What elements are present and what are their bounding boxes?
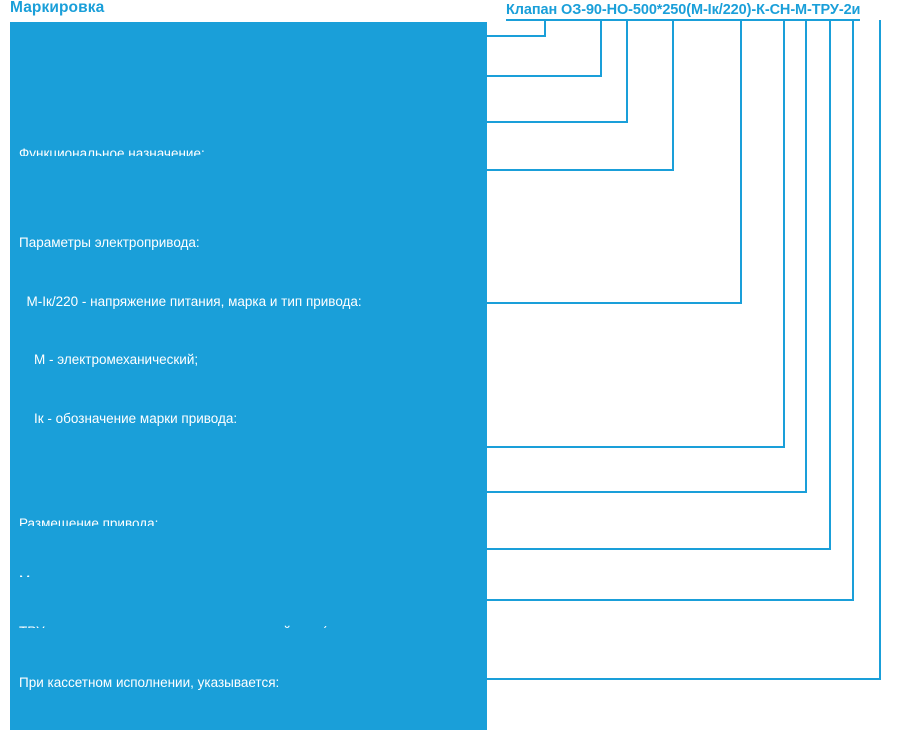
wire-type bbox=[487, 20, 785, 448]
formula-segment-name: Клапан ОЗ bbox=[506, 2, 581, 21]
desc-line: М-Iк/220 - напряжение питания, марка и т… bbox=[19, 293, 362, 309]
formula-separator: - bbox=[581, 2, 586, 21]
wire-cassette bbox=[487, 20, 881, 680]
wire-heating bbox=[487, 20, 831, 550]
wire-place bbox=[487, 20, 807, 493]
desc-line: При кассетном исполнении, указывается: bbox=[19, 675, 280, 690]
formula-segment-tru: ТРУ bbox=[811, 2, 839, 21]
formula-segment-type: К bbox=[756, 2, 765, 21]
formula-separator: - bbox=[838, 2, 844, 21]
formula-separator: - bbox=[807, 2, 812, 21]
formula-segment-place: СН bbox=[769, 2, 790, 21]
wire-section bbox=[487, 20, 674, 171]
wire-ei bbox=[487, 20, 602, 77]
formula-segment-drive: (М-Iк/220) bbox=[686, 2, 751, 21]
desc-box-cassette: При кассетном исполнении, указывается: 1… bbox=[10, 628, 487, 730]
desc-line: Iк - обозначение марки привода: bbox=[19, 410, 238, 426]
formula-segment-section: 500*250 bbox=[632, 2, 686, 21]
wire-drive bbox=[487, 20, 742, 304]
formula-separator: - bbox=[601, 2, 607, 21]
formula-separator: - bbox=[751, 2, 756, 21]
formula-segment-ei: 90 bbox=[585, 2, 602, 21]
page-title: Маркировка bbox=[10, 0, 105, 16]
marking-formula: Клапан ОЗ-90-НО-500*250(М-Iк/220)-К-СН-М… bbox=[506, 2, 860, 21]
wire-tru bbox=[487, 20, 854, 601]
desc-line: М - электромеханический; bbox=[19, 352, 199, 367]
formula-segment-heating: М bbox=[795, 2, 807, 21]
formula-segment-cassette: 2и bbox=[843, 2, 860, 21]
formula-separator: - bbox=[764, 2, 770, 21]
formula-separator: - bbox=[790, 2, 795, 21]
wire-function bbox=[487, 20, 628, 123]
formula-separator: - bbox=[628, 2, 633, 21]
formula-segment-function: НО bbox=[606, 2, 628, 21]
wire-name bbox=[487, 20, 546, 37]
desc-line: Параметры электропривода: bbox=[19, 235, 200, 250]
